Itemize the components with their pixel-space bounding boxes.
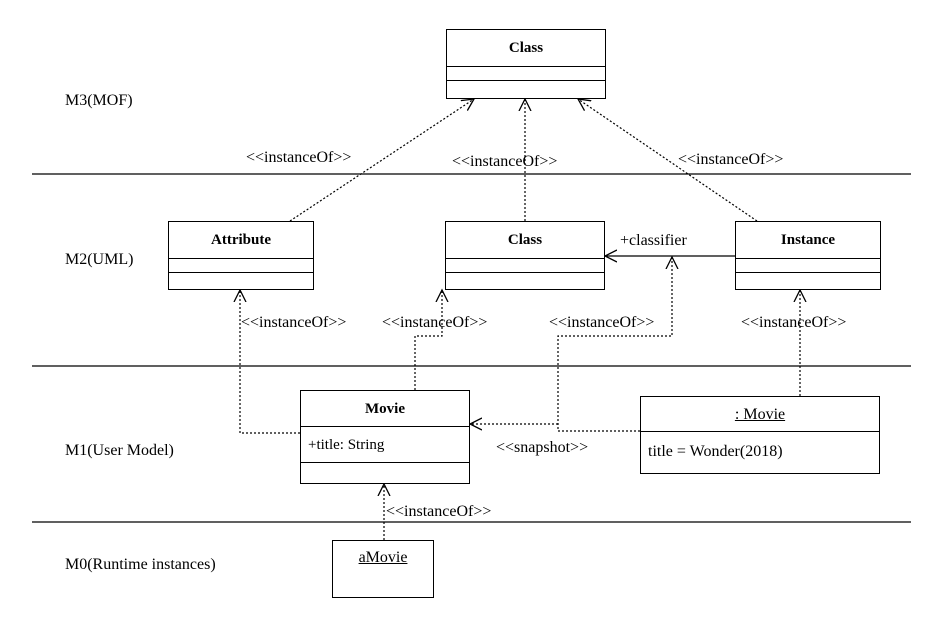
- instanceof-label-attribute-m3: <<instanceOf>>: [246, 149, 352, 166]
- instance-class-box[interactable]: Instance: [735, 221, 881, 290]
- instanceof-label-movie-instance: <<instanceOf>>: [549, 314, 655, 331]
- snapshot-label: <<snapshot>>: [496, 439, 589, 456]
- layer-label-m2: M2(UML): [65, 251, 134, 268]
- movie-class-operations: [301, 463, 469, 482]
- movie-instance-slot: title = Wonder(2018): [648, 443, 783, 460]
- attribute-class-operations: [169, 273, 313, 289]
- mof-class-attributes: [447, 67, 605, 81]
- mof-class-box[interactable]: Class: [446, 29, 606, 99]
- layer-label-m0: M0(Runtime instances): [65, 556, 216, 573]
- instance-to-class-instanceof-line: [578, 99, 758, 222]
- instance-class-operations: [736, 273, 880, 289]
- amovie-object-name: aMovie: [358, 549, 408, 566]
- classifier-label: +classifier: [620, 232, 687, 249]
- movie-instance-box[interactable]: : Movie title = Wonder(2018): [640, 396, 880, 474]
- movie-class-box[interactable]: Movie +title: String: [300, 390, 470, 484]
- attribute-class-box[interactable]: Attribute: [168, 221, 314, 290]
- uml-class-box[interactable]: Class: [445, 221, 605, 290]
- attribute-class-name: Attribute: [169, 222, 313, 259]
- mof-class-name: Class: [447, 30, 605, 67]
- layer-label-m1: M1(User Model): [65, 442, 174, 459]
- movie-class-attribute: +title: String: [301, 427, 469, 463]
- amovie-object-box[interactable]: aMovie: [332, 540, 434, 598]
- instance-class-attributes: [736, 259, 880, 273]
- instance-class-name: Instance: [736, 222, 880, 259]
- instanceof-label-amovie: <<instanceOf>>: [386, 503, 492, 520]
- movie-instance-header: : Movie: [641, 397, 879, 432]
- movie-to-attribute-instanceof-line: [240, 290, 300, 434]
- uml-class-attributes: [446, 259, 604, 273]
- attribute-class-attributes: [169, 259, 313, 273]
- movie-instance-to-class-instanceof-line: [557, 257, 672, 432]
- movie-to-class-instanceof-line: [414, 290, 442, 390]
- instanceof-label-instance-m3: <<instanceOf>>: [678, 151, 784, 168]
- instanceof-label-movie-class: <<instanceOf>>: [382, 314, 488, 331]
- instanceof-label-movie-object: <<instanceOf>>: [741, 314, 847, 331]
- instanceof-label-movie-attribute: <<instanceOf>>: [241, 314, 347, 331]
- layer-label-m3: M3(MOF): [65, 92, 133, 109]
- movie-instance-name: : Movie: [734, 406, 786, 423]
- instanceof-label-class-m3: <<instanceOf>>: [452, 153, 558, 170]
- movie-class-name: Movie: [301, 391, 469, 427]
- attribute-to-class-instanceof-line: [289, 99, 474, 222]
- uml-class-name: Class: [446, 222, 604, 259]
- uml-class-operations: [446, 273, 604, 289]
- mof-class-operations: [447, 81, 605, 98]
